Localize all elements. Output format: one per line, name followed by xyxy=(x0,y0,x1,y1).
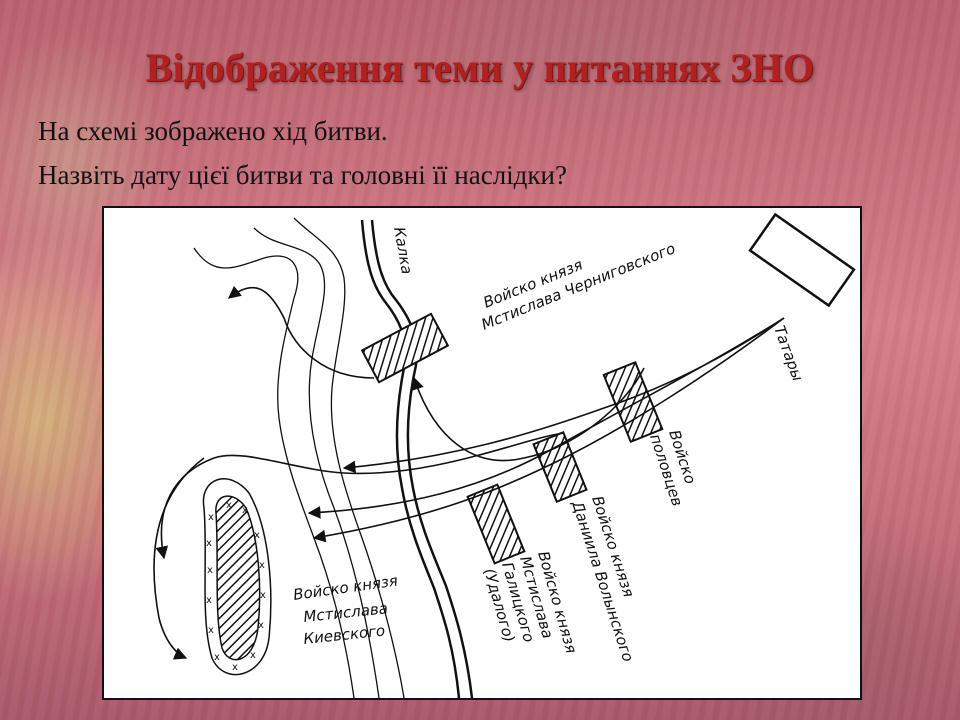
tatars-block xyxy=(748,212,856,308)
slide-title: Відображення теми у питаннях ЗНО xyxy=(145,45,815,90)
question-line-1: На схемі зображено хід битви. xyxy=(38,116,388,146)
svg-text:x: x xyxy=(260,590,266,601)
daniil-army-block xyxy=(532,430,588,504)
svg-text:x: x xyxy=(259,560,265,571)
tatars-label: Татары xyxy=(770,323,807,383)
svg-text:x: x xyxy=(232,662,238,673)
river-kalka xyxy=(360,219,474,698)
movement-arrows xyxy=(153,285,785,660)
polovtsy-army-block xyxy=(602,360,664,444)
terrain-contours xyxy=(193,217,405,698)
chernigov-army-block xyxy=(360,312,450,384)
svg-text:x: x xyxy=(206,595,212,606)
svg-text:x: x xyxy=(208,625,214,636)
svg-text:x: x xyxy=(214,652,220,663)
river-label: Калка xyxy=(390,226,416,276)
svg-text:x: x xyxy=(206,538,212,549)
svg-text:x: x xyxy=(226,500,232,511)
svg-text:x: x xyxy=(242,505,248,516)
svg-text:x: x xyxy=(258,620,264,631)
svg-text:x: x xyxy=(207,565,213,576)
galician-army-block xyxy=(466,483,526,565)
svg-text:x: x xyxy=(250,650,256,661)
svg-text:x: x xyxy=(254,530,260,541)
question-line-2: Назвіть дату цієї битви та головні її на… xyxy=(38,160,567,190)
svg-text:x: x xyxy=(208,512,214,523)
